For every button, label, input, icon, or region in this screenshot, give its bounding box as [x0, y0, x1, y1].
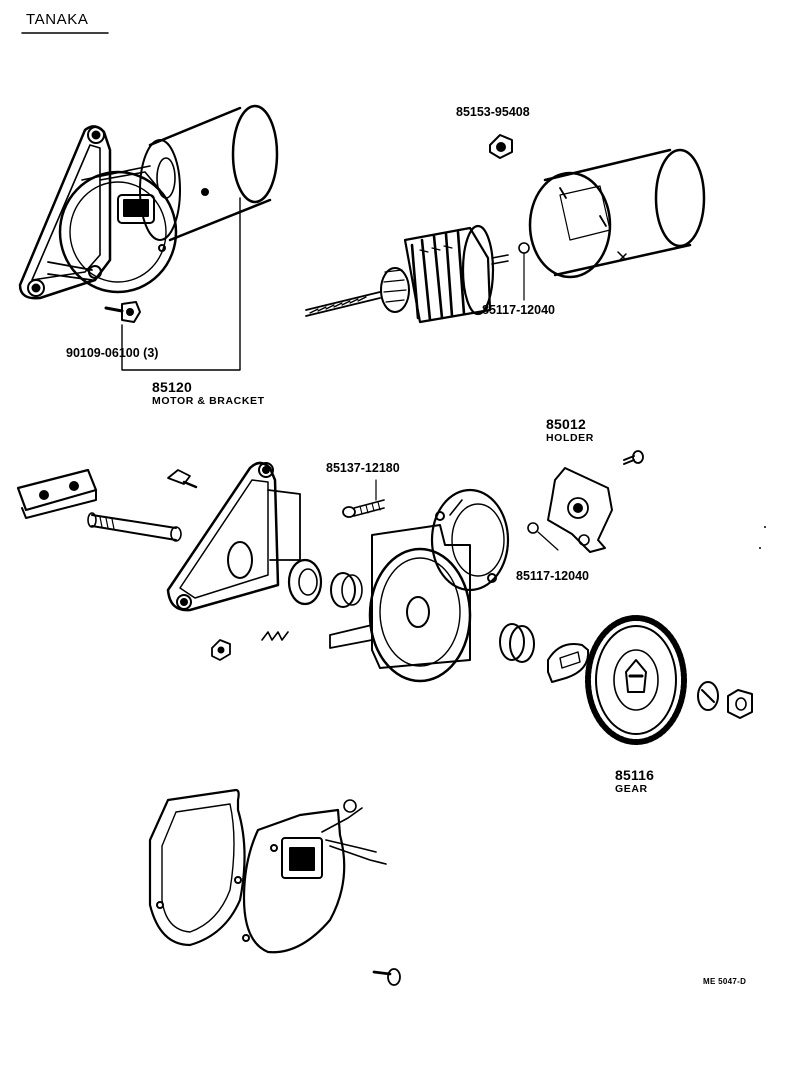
callout-gear-part: 85116: [615, 767, 655, 783]
holder-screw: [623, 450, 644, 465]
bracket-plate: [166, 461, 301, 612]
callout-bolt-90109: 90109-06100 (3): [66, 346, 159, 360]
bolt-90109: [104, 301, 141, 323]
nut-85153: [489, 134, 513, 159]
screw-85137: [342, 499, 385, 518]
small-nut: [211, 639, 231, 661]
callout-screw-85137: 85137-12180: [326, 461, 400, 475]
motor-bracket-assembly: [18, 104, 279, 300]
armature: [305, 224, 509, 324]
callout-nut-85153: 85153-95408: [456, 105, 530, 119]
bushing: [287, 558, 323, 606]
callout-motor-part: 85120: [152, 379, 192, 395]
bracket-bolt: [167, 469, 198, 489]
callout-holder-part: 85012: [546, 416, 586, 432]
spring-washers: [499, 623, 535, 663]
callout-holder-name: HOLDER: [546, 432, 594, 444]
cover-with-switch: [242, 799, 387, 954]
diagram-title: TANAKA: [26, 11, 89, 28]
leader-ball-mid: [537, 531, 559, 551]
brush-holder-plate: [547, 467, 613, 553]
pivot-pin: [87, 512, 182, 542]
link-plate: [16, 468, 98, 519]
callout-ball-top: 85117-12040: [482, 303, 555, 317]
callout-ball-mid: 85117-12040: [516, 569, 589, 583]
callout-motor-name: MOTOR & BRACKET: [152, 395, 265, 407]
steel-ball-top: [518, 242, 530, 254]
drive-gear: [585, 615, 687, 745]
steel-ball-mid: [527, 522, 539, 534]
motor-yoke-housing: [528, 148, 706, 279]
cover-screw: [372, 968, 401, 986]
cover-gasket: [148, 788, 246, 947]
diagram-code: ME 5047-D: [703, 977, 747, 986]
gear-nut: [727, 689, 753, 719]
gear-housing: [329, 488, 510, 683]
cam-plate: [547, 643, 590, 683]
small-spring: [261, 631, 289, 641]
gear-washer: [697, 681, 719, 711]
callout-gear-name: GEAR: [615, 783, 648, 795]
oil-seal: [330, 572, 363, 608]
leader-85120: [121, 197, 241, 371]
